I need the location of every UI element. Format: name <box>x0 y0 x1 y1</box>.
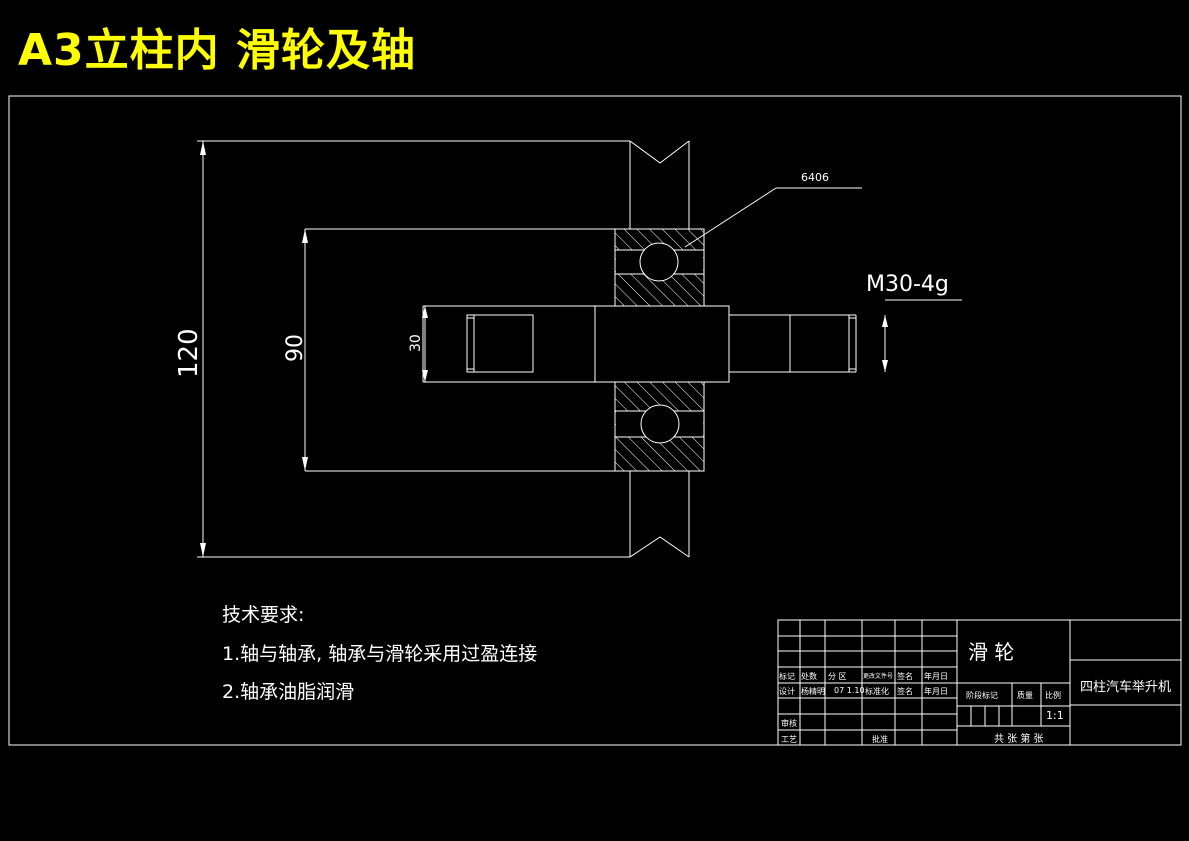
dim-label-120: 120 <box>174 328 204 378</box>
tb-label-date: 年月日 <box>924 672 948 681</box>
tb-label-zone: 分 区 <box>828 672 847 681</box>
tb-review: 审核 <box>781 719 797 728</box>
dim-label-30: 30 <box>408 334 424 352</box>
tb-scale-header: 比例 <box>1045 691 1061 700</box>
bearing-label: 6406 <box>801 171 829 184</box>
shaft <box>422 305 857 383</box>
pulley-bore <box>305 228 615 472</box>
tb-process: 工艺 <box>781 735 797 744</box>
tb-label-signature: 签名 <box>897 672 913 681</box>
pulley-outline <box>197 140 690 558</box>
drawing-banner-title: A3立柱内 滑轮及轴 <box>18 25 416 76</box>
dimension-120 <box>200 141 206 557</box>
dimension-30 <box>422 306 428 382</box>
tb-design-date: 07 1.10 <box>834 686 865 695</box>
tb-design-label: 设计 <box>779 687 795 696</box>
tb-design-dateheader: 年月日 <box>924 687 948 696</box>
tb-scale-value: 1:1 <box>1046 709 1064 722</box>
tb-label-mark: 标记 <box>779 672 795 681</box>
bearing-upper <box>614 228 705 307</box>
bearing-leader <box>684 187 862 248</box>
tb-standardization: 标准化 <box>865 687 889 696</box>
tb-stage-mark: 阶段标记 <box>966 691 998 700</box>
dimension-90 <box>302 229 308 471</box>
thread-label: M30-4g <box>866 272 949 297</box>
dimension-thread <box>882 299 962 372</box>
tb-label-change-doc: 更改文件号 <box>863 673 894 680</box>
tb-designer: 杨精明 <box>801 687 825 696</box>
part-name: 滑 轮 <box>968 640 1015 664</box>
tb-design-signature: 签名 <box>897 687 913 696</box>
dim-label-90: 90 <box>283 334 308 362</box>
tech-requirement-2: 2.轴承油脂润滑 <box>222 681 355 703</box>
tb-label-count: 处数 <box>801 672 817 681</box>
product-name: 四柱汽车举升机 <box>1080 680 1172 695</box>
tb-sheet-info: 共 张 第 张 <box>994 734 1044 745</box>
tech-requirements-heading: 技术要求: <box>222 604 305 626</box>
title-block <box>777 619 1182 746</box>
drawing-frame <box>8 95 1182 746</box>
tb-approve: 批准 <box>872 735 888 744</box>
tech-requirement-1: 1.轴与轴承, 轴承与滑轮采用过盈连接 <box>222 643 538 665</box>
tb-mass: 质量 <box>1017 691 1033 700</box>
bearing-lower <box>614 381 705 472</box>
